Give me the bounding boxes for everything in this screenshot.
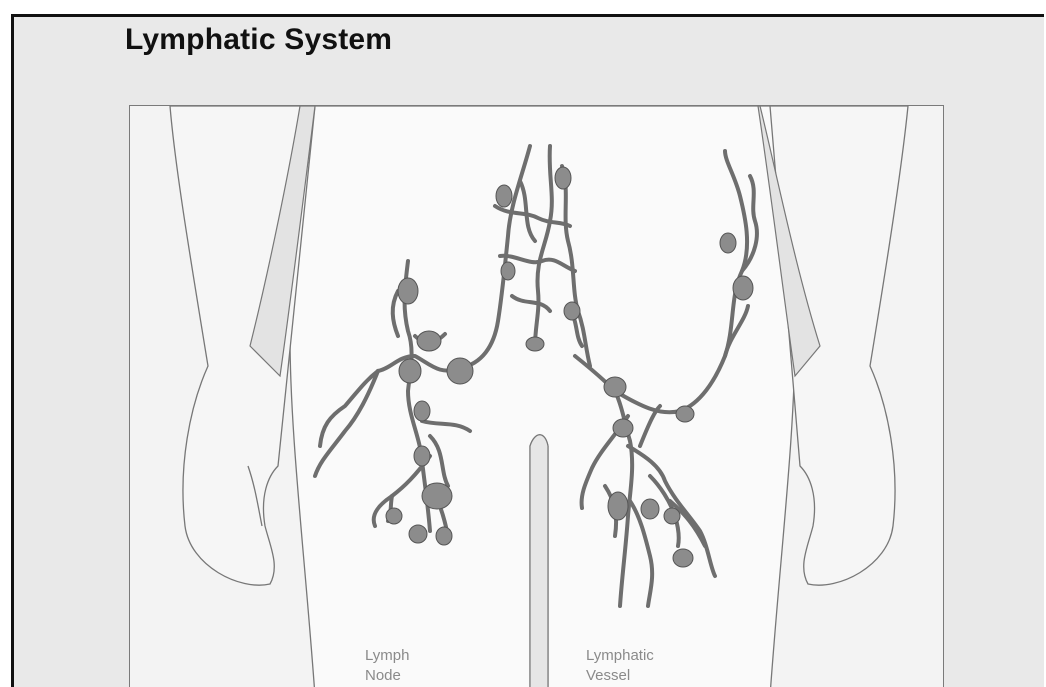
lymphatic-vessel-label-line1: Lymphatic bbox=[586, 646, 654, 666]
page-title: Lymphatic System bbox=[125, 23, 392, 57]
lymphatic-illustration bbox=[130, 106, 943, 687]
leg-gap bbox=[530, 435, 548, 687]
lymph-node-label-line1: Lymph bbox=[365, 646, 409, 666]
lymphatic-vessel-label-line2: Vessel bbox=[586, 666, 654, 686]
lymph-node-label-line2: Node bbox=[365, 666, 409, 686]
lymphatic-vessel-label: Lymphatic Vessel bbox=[586, 646, 654, 686]
diagram-frame: Lymphatic System bbox=[11, 14, 1044, 687]
lymph-node-label: Lymph Node bbox=[365, 646, 409, 686]
illustration-panel: Lymph Node Lymphatic Vessel bbox=[129, 105, 944, 687]
